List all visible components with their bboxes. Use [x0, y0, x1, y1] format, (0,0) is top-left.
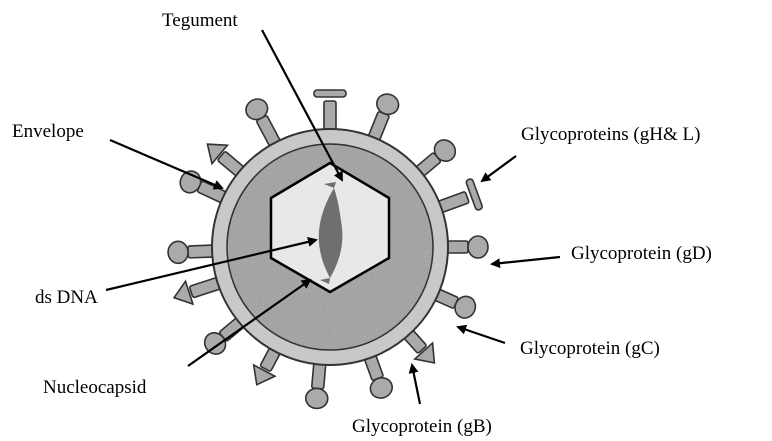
nucleocapsid-label: Nucleocapsid — [43, 377, 147, 398]
gc-arrow — [458, 327, 505, 343]
gb-arrow — [412, 365, 420, 404]
envelope-label: Envelope — [12, 121, 84, 142]
gd-arrow — [492, 257, 560, 264]
gd-label: Glycoprotein (gD) — [571, 243, 712, 264]
envelope-arrow — [110, 140, 222, 188]
glycoprotein-spike — [168, 240, 219, 264]
ds-dna-label: ds DNA — [35, 287, 98, 308]
gc-label: Glycoprotein (gC) — [520, 338, 660, 359]
tegument-label: Tegument — [162, 10, 238, 31]
gb-label: Glycoprotein (gB) — [352, 416, 492, 437]
gh-l-label: Glycoproteins (gH& L) — [521, 124, 700, 145]
gh-l-arrow — [482, 156, 516, 181]
